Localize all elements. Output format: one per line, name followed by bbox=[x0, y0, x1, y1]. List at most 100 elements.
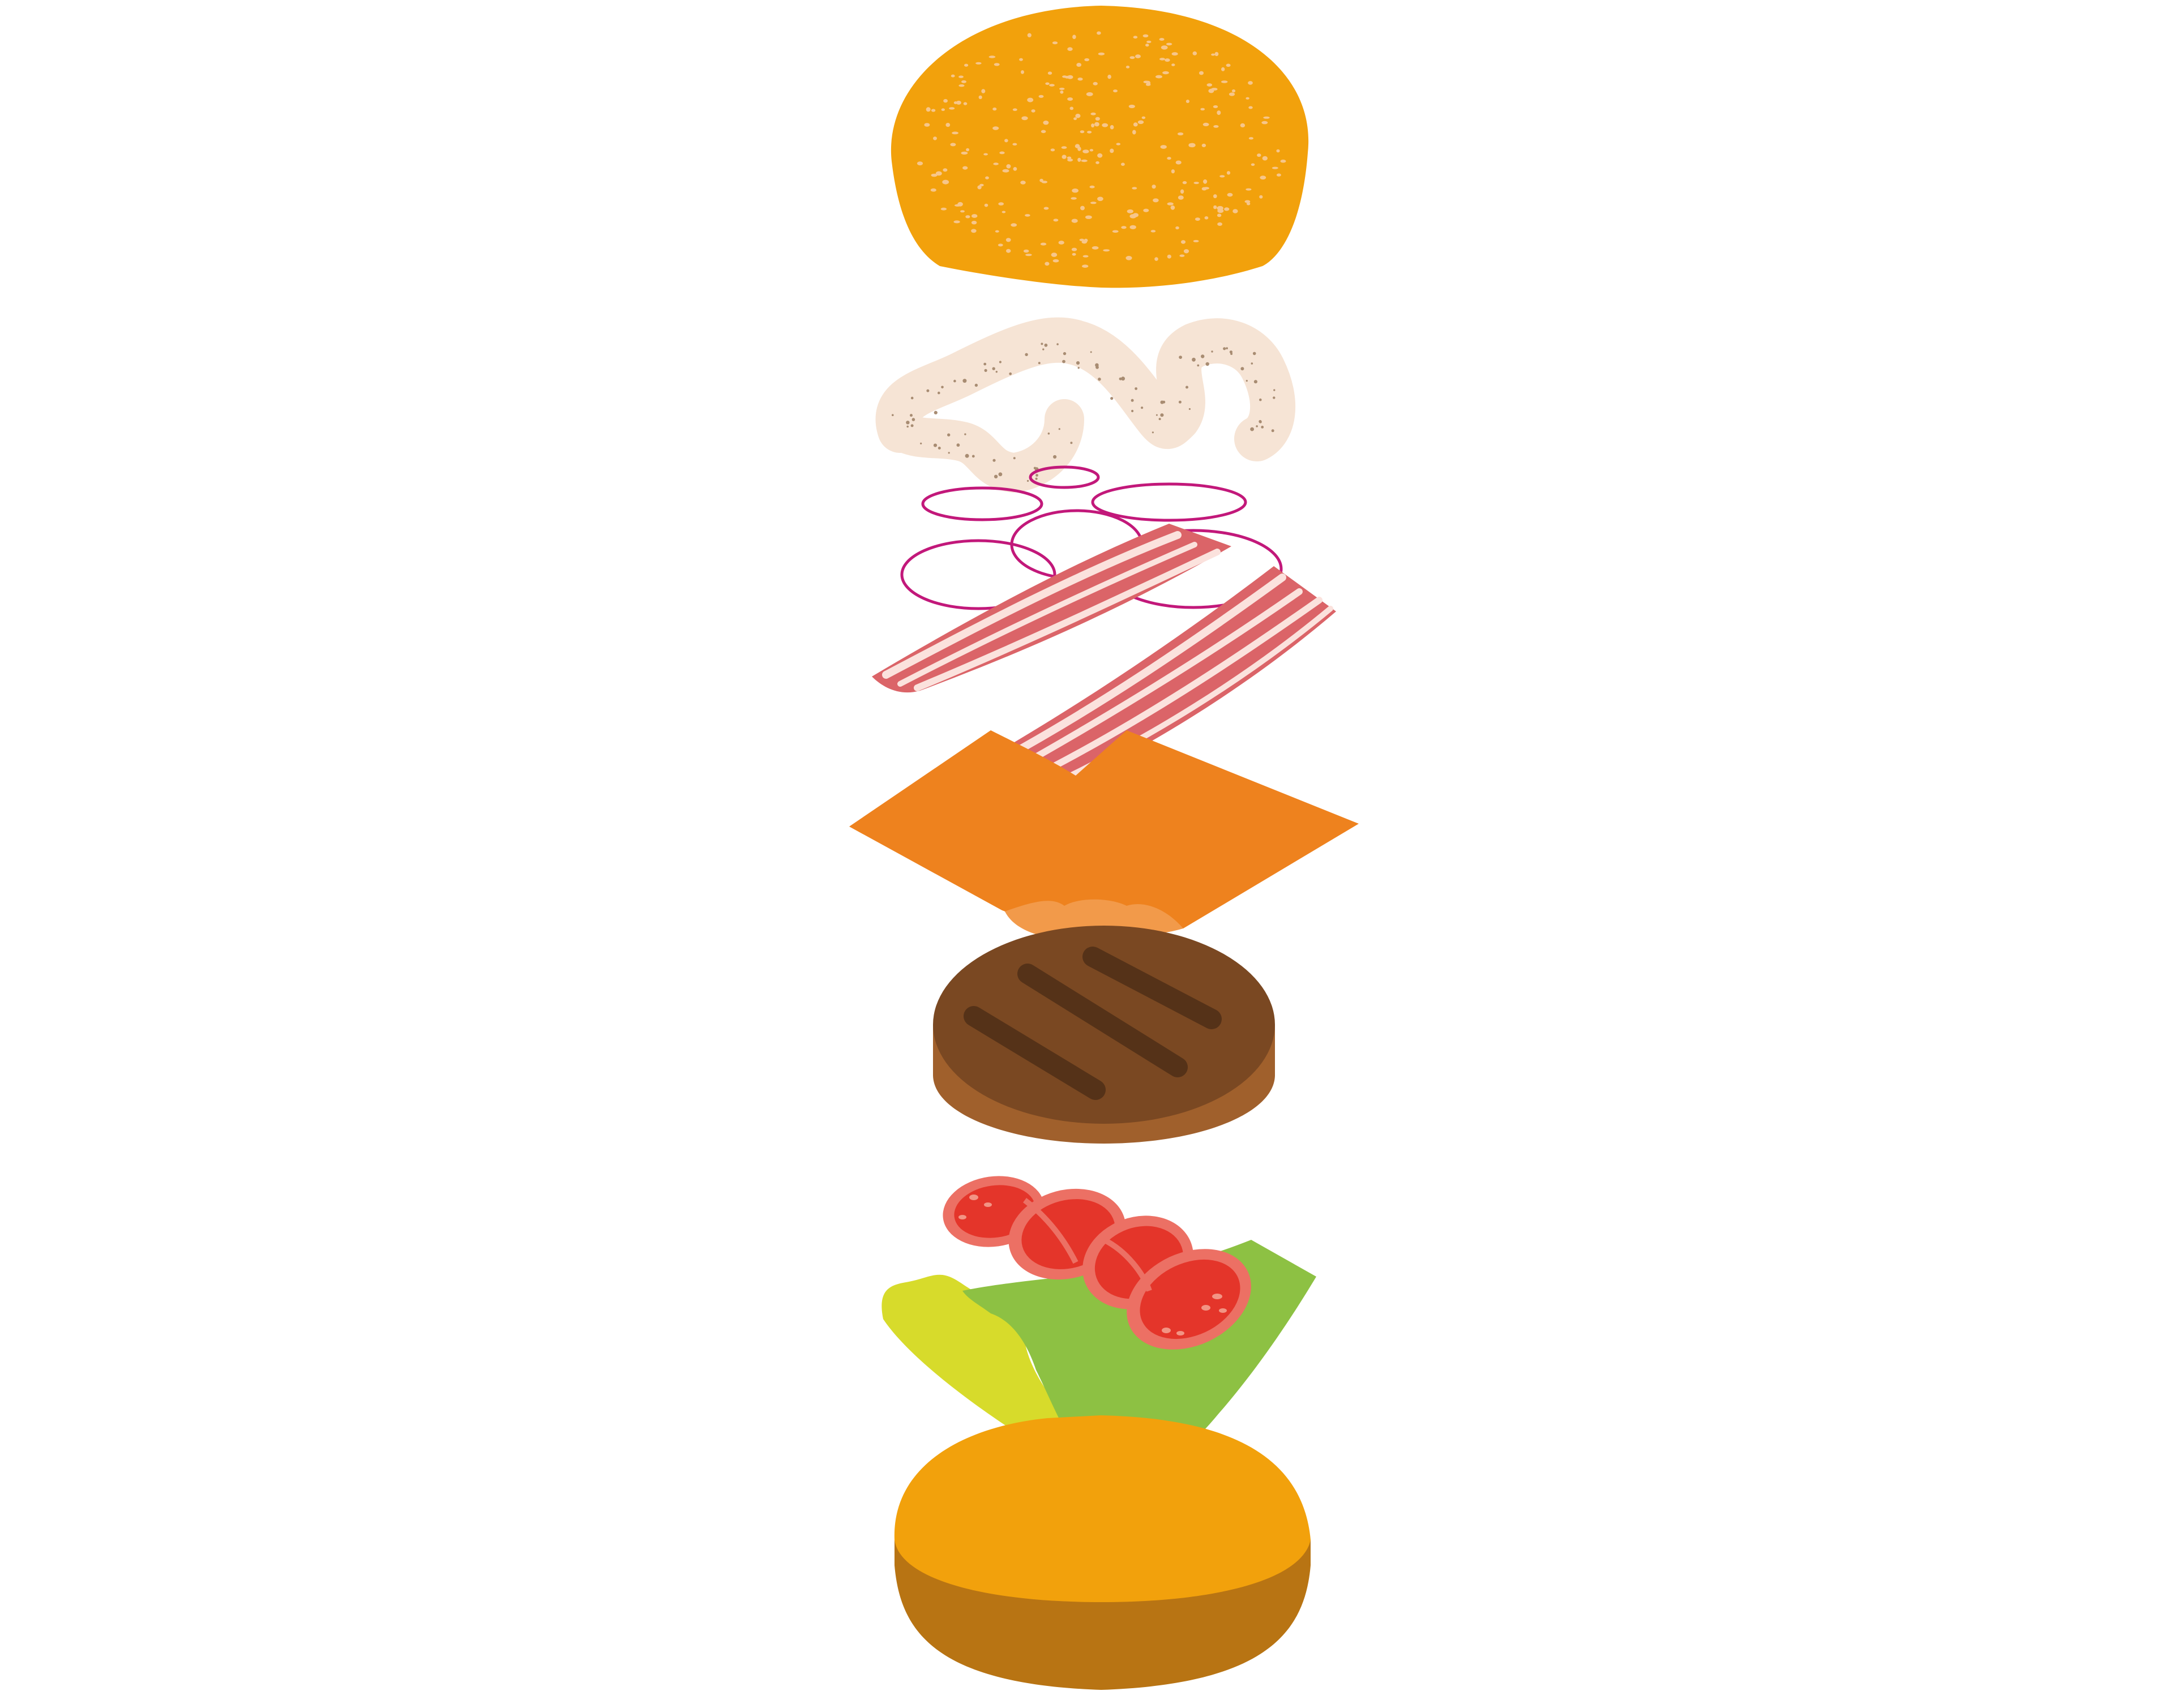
sesame-seed bbox=[941, 108, 945, 111]
sesame-seed bbox=[979, 183, 984, 187]
mayo-sauce bbox=[875, 317, 1296, 493]
onion-ring bbox=[1029, 465, 1100, 489]
sesame-seed bbox=[1050, 148, 1055, 152]
sesame-seed bbox=[1240, 123, 1246, 127]
sesame-seed bbox=[1082, 264, 1089, 268]
sesame-seed bbox=[1201, 143, 1206, 147]
mayo-speck bbox=[1186, 386, 1188, 389]
sesame-seed bbox=[1165, 58, 1170, 62]
sesame-seed bbox=[1069, 106, 1074, 110]
sesame-seed bbox=[1221, 80, 1228, 83]
sesame-seed bbox=[1076, 63, 1082, 67]
sesame-seed bbox=[1058, 241, 1064, 245]
sesame-seed bbox=[1002, 211, 1006, 213]
sesame-seed bbox=[953, 220, 960, 224]
sesame-seed bbox=[1073, 117, 1077, 121]
sesame-seed bbox=[957, 202, 963, 207]
sesame-seed bbox=[1067, 97, 1073, 101]
mayo-speck bbox=[1047, 433, 1050, 435]
mayo-speck bbox=[999, 361, 1002, 363]
sesame-seed bbox=[1049, 84, 1055, 87]
sesame-seed bbox=[930, 188, 936, 192]
sesame-seed bbox=[1095, 117, 1100, 121]
mayo-speck bbox=[1110, 397, 1114, 400]
mayo-speck bbox=[1152, 431, 1154, 434]
mayo-speck bbox=[1178, 400, 1182, 404]
sesame-seed bbox=[1043, 121, 1049, 125]
sesame-seed bbox=[1043, 207, 1049, 210]
sesame-seed bbox=[1021, 116, 1028, 121]
sesame-seed bbox=[1145, 83, 1151, 86]
sesame-seed bbox=[1090, 202, 1097, 204]
sesame-seed bbox=[1248, 106, 1253, 109]
sesame-seed bbox=[940, 207, 947, 211]
sesame-seed bbox=[943, 99, 948, 103]
mayo-speck bbox=[1041, 343, 1043, 345]
mayo-speck bbox=[948, 452, 950, 454]
mayo-speck bbox=[1229, 350, 1232, 354]
sesame-seed bbox=[1072, 35, 1076, 39]
mayo-speck bbox=[938, 391, 940, 395]
sesame-seed bbox=[994, 63, 1000, 66]
sesame-seed bbox=[984, 203, 988, 207]
sesame-seed bbox=[1137, 120, 1144, 125]
mayo-speck bbox=[1192, 357, 1196, 362]
sesame-seed bbox=[1045, 262, 1050, 266]
sesame-seed bbox=[1071, 197, 1077, 200]
sesame-seeds bbox=[917, 31, 1286, 268]
sesame-seed bbox=[1246, 97, 1249, 100]
sesame-seed bbox=[1217, 213, 1222, 217]
sesame-seed bbox=[1143, 208, 1149, 212]
sesame-seed bbox=[1116, 143, 1121, 145]
sesame-seed bbox=[1262, 156, 1268, 161]
sesame-seed bbox=[1211, 53, 1216, 56]
sesame-seed bbox=[1097, 153, 1103, 158]
sesame-seed bbox=[1045, 82, 1050, 85]
bottom-bun-top bbox=[894, 1415, 1311, 1602]
sesame-seed bbox=[1142, 34, 1149, 37]
sesame-seed bbox=[1059, 87, 1065, 90]
sesame-seed bbox=[1080, 130, 1085, 134]
mayo-speck bbox=[1044, 343, 1048, 347]
sesame-seed bbox=[1020, 181, 1026, 185]
sesame-seed bbox=[1025, 214, 1030, 217]
sesame-seed bbox=[1086, 92, 1093, 96]
sesame-seed bbox=[1031, 109, 1035, 113]
sesame-seed bbox=[1098, 52, 1105, 55]
sesame-seed bbox=[1248, 137, 1253, 140]
sesame-seed bbox=[1203, 179, 1208, 184]
mayo-speck bbox=[1256, 425, 1258, 427]
sesame-seed bbox=[1051, 252, 1058, 257]
mayo-speck bbox=[1098, 378, 1101, 381]
sesame-seed bbox=[1145, 44, 1149, 47]
sesame-seed bbox=[1075, 144, 1080, 148]
sesame-seed bbox=[1259, 195, 1263, 199]
sesame-seed bbox=[1005, 238, 1011, 242]
sesame-seed bbox=[935, 171, 942, 176]
sesame-seed bbox=[1006, 249, 1011, 253]
sesame-seed bbox=[1263, 116, 1270, 119]
sesame-seed bbox=[1087, 131, 1092, 134]
sesame-seed bbox=[977, 185, 982, 190]
sesame-seed bbox=[1093, 82, 1098, 85]
sesame-seed bbox=[1188, 143, 1196, 148]
sesame-seed bbox=[992, 107, 997, 111]
mayo-speck bbox=[934, 410, 938, 415]
sesame-seed bbox=[1213, 105, 1218, 108]
sesame-seed bbox=[1071, 247, 1077, 251]
sesame-seed bbox=[1276, 173, 1281, 177]
sesame-seed bbox=[993, 162, 999, 165]
sesame-seed bbox=[971, 229, 977, 233]
sesame-seed bbox=[1180, 189, 1184, 194]
mayo-speck bbox=[1230, 353, 1233, 355]
sesame-seed bbox=[1200, 108, 1205, 111]
mayo-speck bbox=[1062, 359, 1065, 363]
sesame-seed bbox=[1171, 63, 1175, 66]
mayo-speck bbox=[1251, 362, 1253, 365]
sesame-seed bbox=[1159, 58, 1165, 61]
sesame-seed bbox=[1072, 189, 1078, 193]
mayo-speck bbox=[1273, 389, 1276, 391]
sesame-seed bbox=[999, 151, 1005, 155]
sesame-seed bbox=[1084, 58, 1090, 62]
